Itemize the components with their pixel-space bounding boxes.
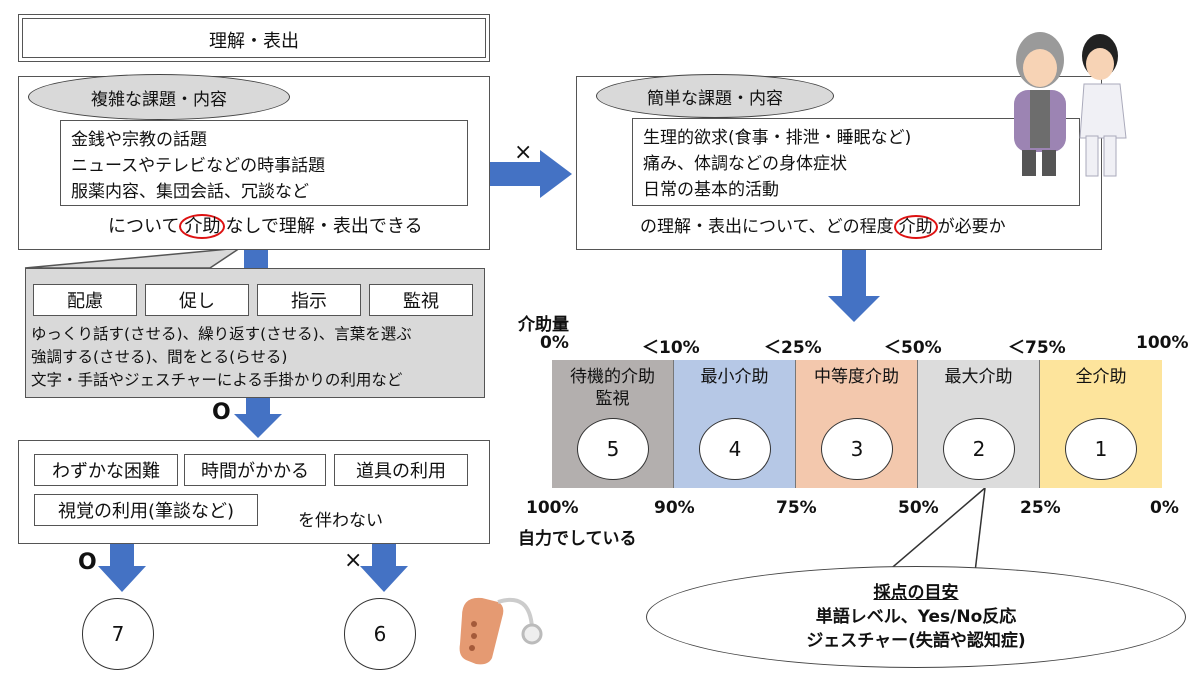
score-1: 1 [1094, 437, 1108, 461]
down-arrow-no [360, 544, 408, 592]
arrow-shaft [244, 250, 268, 270]
simple-footer: の理解・表出について、どの程度介助が必要か [640, 212, 1006, 239]
difficulty-tag: 視覚の利用(筆談など) [34, 494, 258, 526]
support-tag: 促し [145, 284, 249, 316]
support-tag: 配慮 [33, 284, 137, 316]
scale-segment-5: 待機的介助 監視 5 [552, 360, 674, 488]
top-tick: ＜25% [764, 338, 822, 358]
simple-footer-highlight: 介助 [893, 215, 938, 239]
scale-segment-4: 最小介助 4 [674, 360, 796, 488]
support-line: ゆっくり話す(させる)、繰り返す(させる)、言葉を選ぶ [31, 325, 412, 343]
bottom-tick: 0% [1150, 498, 1179, 518]
scale-segment-1: 全介助 1 [1040, 360, 1162, 488]
simple-footer-pre: の理解・表出について、どの程度 [640, 217, 894, 237]
cross-mark: × [514, 140, 533, 165]
bottom-tick: 100% [526, 498, 579, 518]
segment-label: 全介助 [1075, 367, 1127, 387]
top-tick: ＜10% [642, 338, 700, 358]
support-tag: 指示 [257, 284, 361, 316]
support-tag: 監視 [369, 284, 473, 316]
segment-label: 最小介助 [700, 367, 769, 387]
complex-label: 複雑な課題・内容 [28, 74, 290, 120]
simple-content: 生理的欲求(食事・排泄・睡眠など) 痛み、体調などの身体症状 日常の基本的活動 [632, 118, 1080, 206]
down-arrow-scale [828, 250, 880, 322]
note-callout-line [974, 487, 986, 573]
difficulty-tag: 時間がかかる [184, 454, 326, 486]
top-tick: 100% [1136, 333, 1189, 353]
complex-footer-highlight: 介助 [179, 214, 226, 239]
complex-label-text: 複雑な課題・内容 [91, 89, 227, 110]
top-tick: ＜50% [884, 338, 942, 358]
segment-label: 中等度介助 [814, 367, 899, 387]
score-circle-6: 6 [344, 598, 416, 670]
top-tick: ＜75% [1008, 338, 1066, 358]
complex-line: 金銭や宗教の話題 [71, 130, 207, 150]
simple-line: 日常の基本的活動 [643, 180, 779, 200]
simple-label-text: 簡単な課題・内容 [647, 88, 783, 109]
bottom-tick: 50% [898, 498, 939, 518]
score-circle-4: 4 [699, 418, 771, 480]
score-circle-3: 3 [821, 418, 893, 480]
simple-line: 痛み、体調などの身体症状 [643, 154, 847, 174]
no-mark: × [344, 548, 363, 573]
segment-label: 待機的介助 監視 [552, 366, 673, 410]
title-box: 理解・表出 [18, 14, 490, 62]
simple-footer-post: が必要か [937, 217, 1006, 237]
down-arrow-yes [98, 544, 146, 592]
score-2: 2 [972, 437, 986, 461]
support-callout-tail [24, 247, 241, 269]
score-3: 3 [850, 437, 864, 461]
complex-line: ニュースやテレビなどの時事話題 [71, 156, 326, 176]
scale-segment-2: 最大介助 2 [918, 360, 1040, 488]
complex-line: 服薬内容、集団会話、冗談など [71, 182, 309, 202]
score-7: 7 [111, 622, 125, 646]
note-line: 単語レベル、Yes/No反応 [815, 607, 1017, 627]
caregiver-illustration [1014, 32, 1127, 177]
support-line: 文字・手話やジェスチャーによる手掛かりの利用など [31, 371, 403, 389]
score-circle-2: 2 [943, 418, 1015, 480]
note-line: ジェスチャー(失語や認知症) [806, 631, 1026, 651]
bottom-tick: 75% [776, 498, 817, 518]
difficulty-tag: わずかな困難 [34, 454, 178, 486]
simple-label: 簡単な課題・内容 [596, 74, 834, 118]
complex-footer: について介助なしで理解・表出できる [108, 212, 423, 239]
score-circle-7: 7 [82, 598, 154, 670]
complex-footer-pre: について [108, 216, 180, 237]
score-4: 4 [728, 437, 742, 461]
page-title: 理解・表出 [209, 31, 299, 52]
support-line: 強調する(させる)、間をとる(らせる) [31, 348, 288, 366]
segment-label: 最大介助 [944, 367, 1013, 387]
score-6: 6 [373, 622, 387, 646]
score-circle-5: 5 [577, 418, 649, 480]
note-callout-line [879, 487, 986, 579]
segment-label-text: 待機的介助 監視 [570, 367, 655, 409]
score-5: 5 [606, 437, 620, 461]
scale-segment-3: 中等度介助 3 [796, 360, 918, 488]
yes-mark: O [78, 550, 97, 575]
top-tick: 0% [540, 333, 569, 353]
scoring-note: 採点の目安 単語レベル、Yes/No反応 ジェスチャー(失語や認知症) [646, 566, 1186, 668]
bottom-tick: 25% [1020, 498, 1061, 518]
down-arrow-support [234, 398, 282, 438]
simple-line: 生理的欲求(食事・排泄・睡眠など) [643, 128, 912, 148]
complex-footer-post: なしで理解・表出できる [225, 216, 423, 237]
hearing-aid-icon [459, 597, 543, 665]
difficulty-tag: 道具の利用 [334, 454, 468, 486]
difficulty-suffix: を伴わない [298, 511, 383, 531]
complex-content: 金銭や宗教の話題 ニュースやテレビなどの時事話題 服薬内容、集団会話、冗談など [60, 120, 468, 206]
scale-title-bottom: 自力でしている [518, 529, 637, 549]
right-arrow [490, 150, 572, 198]
note-title: 採点の目安 [873, 583, 959, 603]
bottom-tick: 90% [654, 498, 695, 518]
circle-mark: O [212, 400, 231, 425]
scale-title-top: 介助量 [518, 315, 569, 335]
score-circle-1: 1 [1065, 418, 1137, 480]
